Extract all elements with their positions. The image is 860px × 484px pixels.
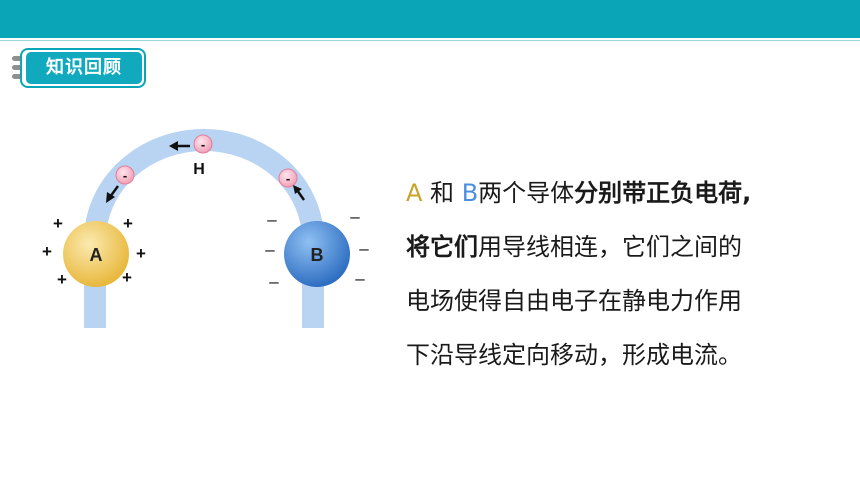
- minus-sign: –: [267, 210, 277, 229]
- plus-sign: +: [122, 268, 132, 287]
- sphere-a: [63, 221, 129, 287]
- electron-sign: -: [123, 168, 127, 183]
- minus-sign: –: [350, 207, 360, 226]
- plus-sign: +: [53, 214, 63, 233]
- text-line-4: 下沿导线定向移动，形成电流。: [406, 341, 742, 369]
- plus-sign: +: [42, 242, 52, 261]
- negative-charges: – – – – – –: [265, 207, 369, 291]
- plus-sign: +: [57, 270, 67, 289]
- sphere-b-label: B: [311, 245, 324, 265]
- minus-sign: –: [355, 269, 365, 288]
- electron-right: -: [278, 168, 306, 201]
- line1-bold: 分别带正负电荷,: [574, 179, 752, 207]
- arrow-up-left-head-icon: [293, 185, 302, 194]
- electron-icon: [278, 168, 298, 188]
- text-line-2: 将它们用导线相连，它们之间的: [406, 220, 826, 274]
- electron-sign: -: [286, 171, 290, 186]
- text-line-3: 电场使得自由电子在静电力作用: [406, 287, 742, 315]
- minus-sign: –: [269, 272, 279, 291]
- plus-sign: +: [123, 214, 133, 233]
- sphere-b: [284, 221, 350, 287]
- line2-bold: 将它们: [406, 233, 478, 261]
- minus-sign: –: [265, 240, 275, 259]
- electron-icon: [115, 165, 135, 185]
- top-banner: [0, 0, 860, 38]
- electron-left: -: [106, 165, 135, 203]
- section-badge: 知识回顾: [12, 46, 146, 90]
- letter-a: A: [406, 179, 423, 207]
- electron-icon: [193, 134, 213, 154]
- electron-sign: -: [201, 137, 205, 152]
- text-line-1: A 和 B两个导体分别带正负电荷,: [406, 166, 826, 220]
- banner-divider: [0, 40, 860, 41]
- sphere-a-label: A: [90, 245, 103, 265]
- arrow-down-left-head-icon: [106, 192, 115, 203]
- point-label: H: [193, 161, 205, 178]
- positive-charges: + + + + + +: [42, 214, 146, 289]
- and-word: 和: [422, 179, 462, 207]
- letter-b: B: [461, 179, 479, 207]
- minus-sign: –: [359, 239, 369, 258]
- badge-fill: 知识回顾: [26, 52, 142, 84]
- plus-sign: +: [136, 244, 146, 263]
- line1-middle: 两个导体: [478, 179, 575, 207]
- arrow-left-head-icon: [169, 141, 178, 151]
- electron-top: -: [169, 134, 213, 154]
- badge-label: 知识回顾: [46, 57, 122, 78]
- line2-rest: 用导线相连，它们之间的: [478, 233, 742, 261]
- explanation-text: A 和 B两个导体分别带正负电荷, 将它们用导线相连，它们之间的 电场使得自由电…: [406, 166, 826, 382]
